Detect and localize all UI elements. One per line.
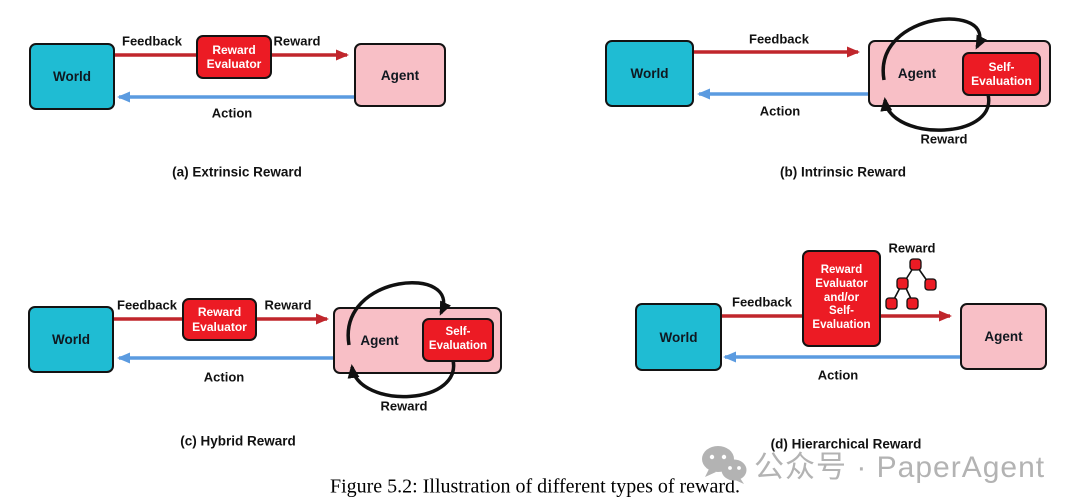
panel-caption-d: (d) Hierarchical Reward — [770, 436, 922, 452]
world-box-a: World — [29, 43, 115, 110]
panel-caption-c: (c) Hybrid Reward — [180, 433, 296, 449]
world-box-b: World — [605, 40, 694, 107]
tree-node-right — [924, 278, 937, 291]
action-label-b: Action — [759, 103, 801, 119]
tree-node-leaf-2 — [906, 297, 919, 310]
action-label-a: Action — [211, 105, 253, 121]
panel-caption-a: (a) Extrinsic Reward — [172, 164, 302, 180]
self-loop-bottom-c — [347, 355, 456, 399]
agent-label-b: Agent — [897, 66, 937, 81]
reward-evaluator-box-d: Reward Evaluator and/or Self- Evaluation — [802, 250, 881, 347]
watermark-text: 公众号 · PaperAgent — [754, 451, 1046, 484]
feedback-label-d: Feedback — [732, 294, 792, 310]
action-label-d: Action — [817, 367, 859, 383]
reward-evaluator-label-d: Reward Evaluator and/or Self- Evaluation — [812, 264, 871, 332]
agent-label-a: Agent — [380, 67, 420, 83]
watermark: 公众号 · PaperAgent — [700, 442, 1045, 486]
wechat-icon — [702, 446, 747, 484]
world-label-b: World — [630, 66, 669, 81]
reward-evaluator-box-c: Reward Evaluator — [182, 298, 257, 341]
agent-box-d: Agent — [960, 303, 1047, 370]
tree-node-leaf-1 — [885, 297, 898, 310]
self-evaluation-box-c: Self- Evaluation — [422, 318, 494, 362]
reward-evaluator-box-a: Reward Evaluator — [196, 35, 272, 79]
feedback-label-c: Feedback — [117, 297, 177, 313]
world-box-d: World — [635, 303, 722, 371]
agent-label-c: Agent — [360, 333, 399, 348]
reward-evaluator-label-c: Reward Evaluator — [192, 305, 247, 334]
self-evaluation-label-c: Self- Evaluation — [428, 326, 488, 352]
world-label-d: World — [659, 329, 698, 345]
world-label-a: World — [53, 69, 91, 84]
loop-reward-label-b: Reward — [920, 131, 968, 147]
agent-box-a: Agent — [354, 43, 446, 107]
reward-tree — [885, 258, 937, 310]
self-loop-bottom-b — [880, 90, 991, 132]
panel-caption-b: (b) Intrinsic Reward — [779, 164, 907, 180]
figure-caption: Figure 5.2: Illustration of different ty… — [329, 475, 741, 498]
agent-label-d: Agent — [984, 329, 1023, 344]
world-box-c: World — [28, 306, 114, 373]
self-loop-top-b — [881, 17, 988, 81]
feedback-label-a: Feedback — [122, 33, 182, 49]
world-label-c: World — [52, 332, 90, 347]
reward-label-a: Reward — [273, 33, 321, 49]
self-loop-top-c — [346, 281, 452, 346]
loop-reward-label-c: Reward — [380, 398, 428, 414]
tree-node-root — [909, 258, 922, 271]
reward-label-c: Reward — [264, 297, 312, 313]
self-evaluation-label-b: Self- Evaluation — [971, 59, 1032, 88]
action-label-c: Action — [203, 369, 245, 385]
tree-node-left — [896, 277, 909, 290]
tree-reward-label-d: Reward — [888, 240, 936, 256]
reward-evaluator-label-a: Reward Evaluator — [206, 42, 262, 71]
self-evaluation-box-b: Self- Evaluation — [962, 52, 1041, 96]
feedback-label-b: Feedback — [749, 31, 809, 47]
